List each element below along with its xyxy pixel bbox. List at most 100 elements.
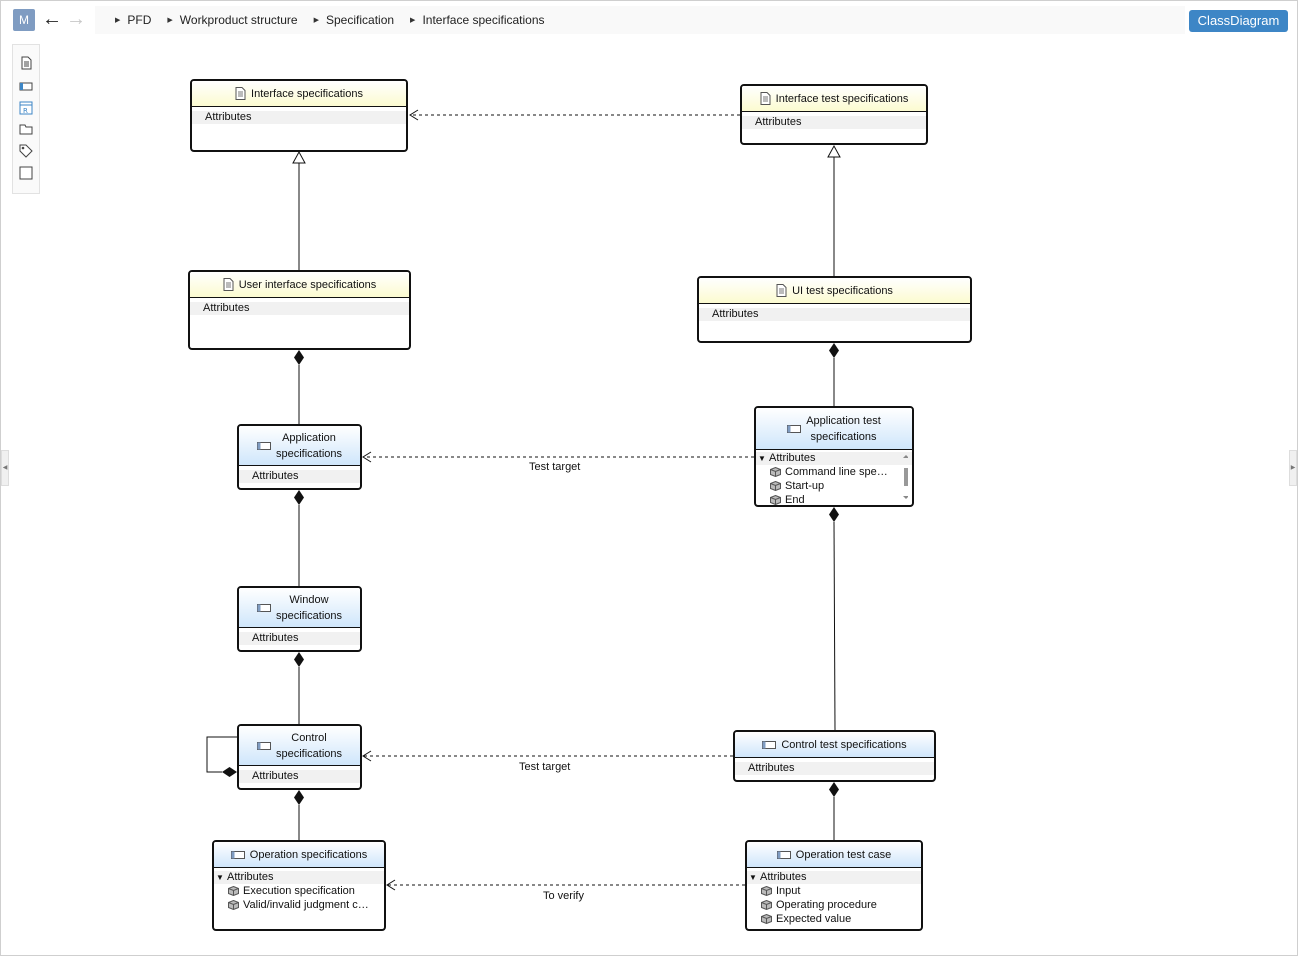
right-panel-toggle[interactable]: ▶ [1289, 450, 1297, 486]
document-icon[interactable] [19, 56, 33, 70]
class-title-line: specifications [275, 747, 343, 760]
class-title-line: Application test [806, 414, 881, 427]
expand-triangle-icon[interactable]: ▼ [749, 873, 757, 882]
app-logo[interactable]: M [13, 9, 35, 31]
document-icon [760, 92, 771, 105]
generalization-edge[interactable] [292, 150, 306, 270]
attribute-label: Execution specification [243, 885, 355, 897]
attribute-label: Command line spe… [785, 466, 888, 478]
self-composition-edge[interactable] [206, 736, 237, 777]
caret-right-icon: ▶ [115, 17, 121, 24]
requirement-icon[interactable]: R [19, 101, 33, 115]
composition-edge[interactable] [829, 343, 839, 406]
class-operation-test-case[interactable]: Operation test case ▼Attributes Input Op… [745, 840, 923, 931]
attributes-section: Attributes [192, 111, 406, 124]
attributes-section: Attributes [735, 762, 934, 775]
class-title: Interface test specifications [775, 92, 909, 105]
class-title: Control test specifications [781, 738, 907, 751]
attributes-label: Attributes [227, 871, 274, 883]
breadcrumb-item[interactable]: ▶ PFD [115, 13, 151, 27]
class-interface-test-specifications[interactable]: Interface test specifications Attributes [740, 84, 928, 145]
block-icon [787, 424, 802, 433]
class-ui-test-specifications[interactable]: UI test specifications Attributes [697, 276, 972, 343]
composition-edge[interactable] [829, 782, 839, 840]
attribute-item[interactable]: Operating procedure [747, 898, 921, 912]
composition-edge[interactable] [294, 350, 304, 424]
composition-edge[interactable] [294, 490, 304, 586]
frame-icon[interactable] [19, 166, 33, 180]
breadcrumb-item[interactable]: ▶ Specification [314, 13, 394, 27]
dependency-edge[interactable] [409, 109, 740, 121]
attributes-section: Attributes [190, 302, 409, 315]
attribute-label: Operating procedure [776, 899, 877, 911]
generalization-edge[interactable] [827, 144, 841, 276]
edge-label: To verify [543, 890, 584, 902]
composition-edge[interactable] [294, 790, 304, 840]
caret-right-icon: ▶ [313, 17, 319, 24]
attribute-cube-icon [761, 914, 772, 924]
attribute-label: Input [776, 885, 801, 897]
expand-triangle-icon[interactable]: ▼ [216, 873, 224, 882]
tag-icon[interactable] [19, 144, 33, 158]
breadcrumb-item[interactable]: ▶Interface specifications [410, 13, 544, 27]
attribute-item[interactable]: Command line spe… [756, 465, 912, 479]
dependency-edge[interactable] [362, 750, 733, 762]
folder-icon[interactable] [19, 122, 33, 136]
attribute-scrollbar[interactable] [903, 454, 908, 502]
breadcrumb: ▶ PFD ▶ Workproduct structure ▶ Specificati… [95, 6, 1185, 34]
attributes-section: Attributes [239, 770, 360, 783]
attributes-section[interactable]: ▼Attributes [747, 871, 921, 884]
block-icon [256, 741, 271, 750]
class-diagram-button[interactable]: ClassDiagram [1189, 10, 1288, 32]
breadcrumb-label[interactable]: Interface specifications [422, 13, 545, 27]
forward-arrow-icon[interactable]: → [66, 8, 86, 30]
attribute-item[interactable]: Expected value [747, 912, 921, 926]
class-title: Operation specifications [249, 848, 368, 861]
block-icon [762, 740, 777, 749]
attribute-item[interactable]: Input [747, 884, 921, 898]
tool-palette: R [12, 44, 40, 194]
class-title-line: specifications [275, 609, 343, 622]
expand-triangle-icon[interactable]: ▼ [758, 454, 766, 463]
attribute-item[interactable]: Execution specification [214, 884, 384, 898]
class-title: Interface specifications [251, 87, 363, 100]
class-interface-specifications[interactable]: Interface specifications Attributes [190, 79, 408, 152]
attributes-label: Attributes [769, 452, 816, 464]
class-control-test-specifications[interactable]: Control test specifications Attributes [733, 730, 936, 782]
attribute-label: Start-up [785, 480, 825, 492]
breadcrumb-label[interactable]: PFD [127, 13, 152, 27]
caret-right-icon: ▶ [167, 17, 173, 24]
attribute-cube-icon [761, 886, 772, 896]
class-user-interface-specifications[interactable]: User interface specifications Attributes [188, 270, 411, 350]
attribute-item[interactable]: Valid/invalid judgment c… [214, 898, 384, 912]
attributes-section[interactable]: ▼Attributes [214, 871, 384, 884]
class-title-line: Application [282, 431, 336, 444]
dependency-edge[interactable] [386, 879, 745, 891]
composition-edge[interactable] [294, 652, 304, 724]
attribute-label: End [785, 494, 805, 506]
attribute-item[interactable]: End [756, 493, 912, 506]
edge-label: Test target [529, 461, 580, 473]
attribute-item[interactable]: Start-up [756, 479, 912, 493]
class-title: Operation test case [795, 848, 892, 861]
dependency-edge[interactable] [362, 451, 754, 463]
composition-edge[interactable] [829, 507, 839, 731]
left-panel-toggle[interactable]: ◀ [1, 450, 9, 486]
class-operation-specifications[interactable]: Operation specifications ▼Attributes Exe… [212, 840, 386, 931]
attributes-section[interactable]: ▼Attributes [756, 452, 912, 465]
breadcrumb-item[interactable]: ▶ Workproduct structure [167, 13, 297, 27]
breadcrumb-label[interactable]: Workproduct structure [179, 13, 298, 27]
attribute-cube-icon [761, 900, 772, 910]
back-arrow-icon[interactable]: ← [42, 8, 62, 30]
breadcrumb-label[interactable]: Specification [326, 13, 395, 27]
block-icon[interactable] [19, 79, 33, 93]
attribute-cube-icon [770, 481, 781, 491]
attributes-label: Attributes [760, 871, 807, 883]
